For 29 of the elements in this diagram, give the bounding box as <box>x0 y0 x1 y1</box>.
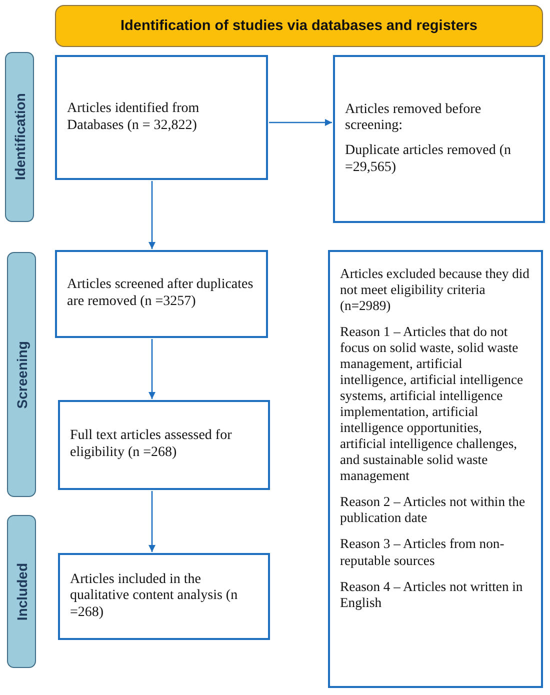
phase-band <box>5 52 34 222</box>
phase-label: Identification <box>12 93 28 181</box>
exclusion-box <box>328 250 543 688</box>
header-text: Identification of studies via databases and registers <box>120 18 478 34</box>
arrow <box>269 119 332 126</box>
box-text: Articles identified from Databases (n = 32,822) <box>67 100 200 134</box>
stage-header-bar <box>55 5 543 47</box>
phase-band <box>7 252 36 497</box>
phase-band <box>7 515 36 668</box>
process-box <box>55 55 268 180</box>
arrow <box>148 491 156 552</box>
arrow <box>148 339 156 399</box>
box-text: Duplicate articles removed (n =29,565) <box>345 143 512 176</box>
box-text: Articles screened after duplicates are removed (n =3257) <box>67 277 254 311</box>
box-text: Full text articles assessed for eligibility (n =268) <box>70 428 233 462</box>
phase-label: Included <box>14 562 30 620</box>
box-text: Articles included in the qualitative content analysis (n =268) <box>70 572 239 622</box>
box-text: Reason 4 – Articles not written in English <box>340 578 524 611</box>
process-box <box>55 250 268 338</box>
box-text: Reason 3 – Articles from non-reputable sources <box>340 536 506 569</box>
box-text: Reason 1 – Articles that do not focus on solid waste, solid waste management, artificial intelligence, artificial intelligence systems, artificial intelligence implementation, artificial intelligence opportunities, artificial intelligence challenges, and sustainable solid waste management <box>340 324 524 484</box>
process-box <box>333 55 545 223</box>
process-box <box>58 400 270 490</box>
box-text: Articles excluded because they did not meet eligibility criteria (n=2989) <box>340 266 530 314</box>
arrow <box>148 181 156 249</box>
box-text: Reason 2 – Articles not within the publication date <box>340 494 526 526</box>
phase-label: Screening <box>14 340 30 408</box>
box-text: Articles removed before screening: <box>345 102 482 135</box>
process-box <box>58 553 270 640</box>
